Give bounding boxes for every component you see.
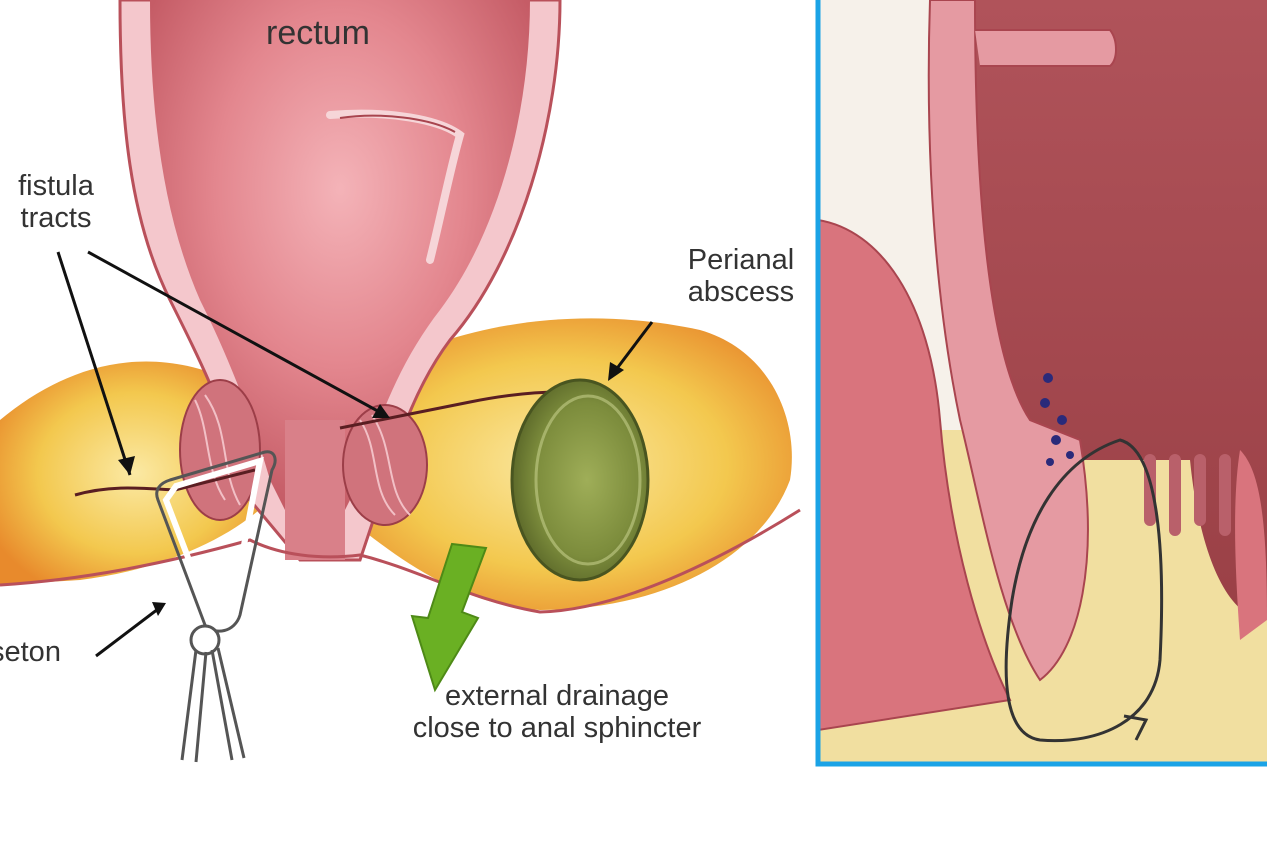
inset-panel	[815, 0, 1267, 767]
perianal-abscess	[510, 378, 650, 582]
label-perianal-line2: abscess	[687, 276, 795, 309]
label-rectum-text: rectum	[266, 14, 370, 52]
sphincter-right	[342, 404, 428, 526]
anal-glands	[1040, 373, 1074, 466]
anal-crypts	[1144, 454, 1231, 536]
label-fistula-line1: fistula	[18, 170, 94, 202]
rectum-lumen	[150, 0, 530, 540]
sphincter-left	[179, 379, 261, 521]
inset-rectal-wall	[927, 0, 1089, 682]
label-external-drainage: external drainage close to anal sphincte…	[376, 680, 738, 745]
rectal-fold	[326, 109, 465, 264]
seton-tails	[180, 647, 246, 763]
label-drainage-line1: external drainage	[444, 680, 670, 712]
leader-abscess	[610, 321, 654, 376]
leader-fistula-right	[87, 250, 386, 417]
seton-loop	[155, 450, 277, 633]
label-fistula-line2: tracts	[20, 202, 92, 235]
anal-canal	[285, 420, 345, 560]
leader-seton	[95, 604, 163, 658]
label-perianal-abscess: Perianal abscess	[674, 244, 808, 309]
seton-knot	[189, 624, 221, 656]
skin-surface	[0, 508, 801, 614]
inset-muscle-left	[818, 218, 1012, 732]
drainage-arrow	[410, 542, 488, 693]
inset-seton-thread	[1004, 438, 1164, 743]
fistula-tract-right	[339, 390, 561, 430]
inset-frame	[815, 0, 1267, 767]
leader-fistula-left	[56, 251, 132, 476]
label-fistula-tracts: fistula tracts	[4, 170, 108, 235]
left-panel	[0, 0, 801, 763]
label-perianal-line1: Perianal	[687, 244, 795, 276]
label-drainage-line2: close to anal sphincter	[412, 712, 702, 745]
label-rectum: rectum	[266, 14, 370, 52]
